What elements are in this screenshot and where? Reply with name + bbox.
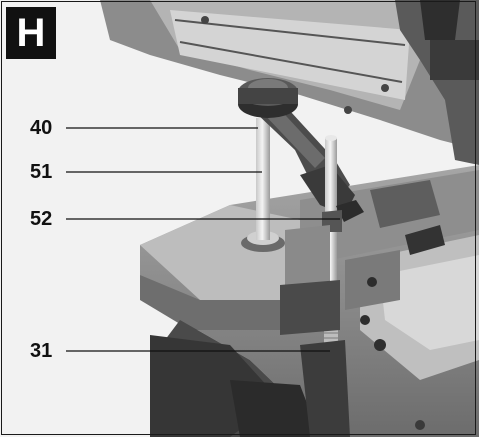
- callout-52: 52: [30, 208, 53, 230]
- fence-holder: [280, 225, 400, 437]
- clamp-knob: [238, 78, 298, 118]
- clamp-post: [241, 118, 285, 252]
- saw-upper-housing: [100, 0, 479, 165]
- panel-label-badge: H: [6, 7, 56, 59]
- callout-40: 40: [30, 117, 53, 139]
- callout-31: 31: [30, 340, 53, 362]
- callout-51: 51: [30, 161, 53, 183]
